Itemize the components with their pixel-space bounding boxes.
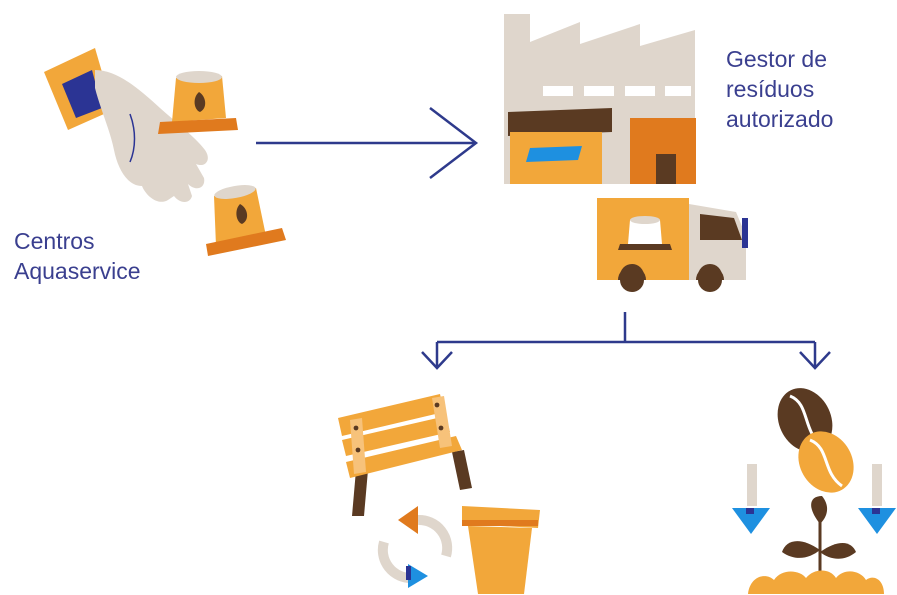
label-line: Gestor de bbox=[726, 44, 833, 74]
coffee-plant-growing-icon bbox=[732, 379, 896, 594]
label-line: autorizado bbox=[726, 104, 833, 134]
bench-icon bbox=[338, 394, 472, 516]
flower-pot-icon bbox=[462, 506, 540, 594]
down-arrow-icon bbox=[732, 464, 770, 534]
waste-manager-label: Gestor de resíduos autorizado bbox=[726, 44, 833, 134]
recycle-arrows-icon bbox=[383, 506, 447, 588]
hand-dropping-capsules-icon bbox=[44, 48, 286, 256]
label-line: resíduos bbox=[726, 74, 833, 104]
flow-arrow-right bbox=[256, 108, 476, 178]
delivery-truck-icon bbox=[596, 198, 748, 294]
flow-arrow-branch bbox=[422, 312, 830, 368]
factory-icon bbox=[504, 14, 696, 184]
capsule-icon bbox=[206, 182, 286, 256]
label-line: Centros bbox=[14, 226, 141, 256]
centers-label: Centros Aquaservice bbox=[14, 226, 141, 286]
capsule-icon bbox=[158, 71, 238, 134]
label-line: Aquaservice bbox=[14, 256, 141, 286]
down-arrow-icon bbox=[858, 464, 896, 534]
